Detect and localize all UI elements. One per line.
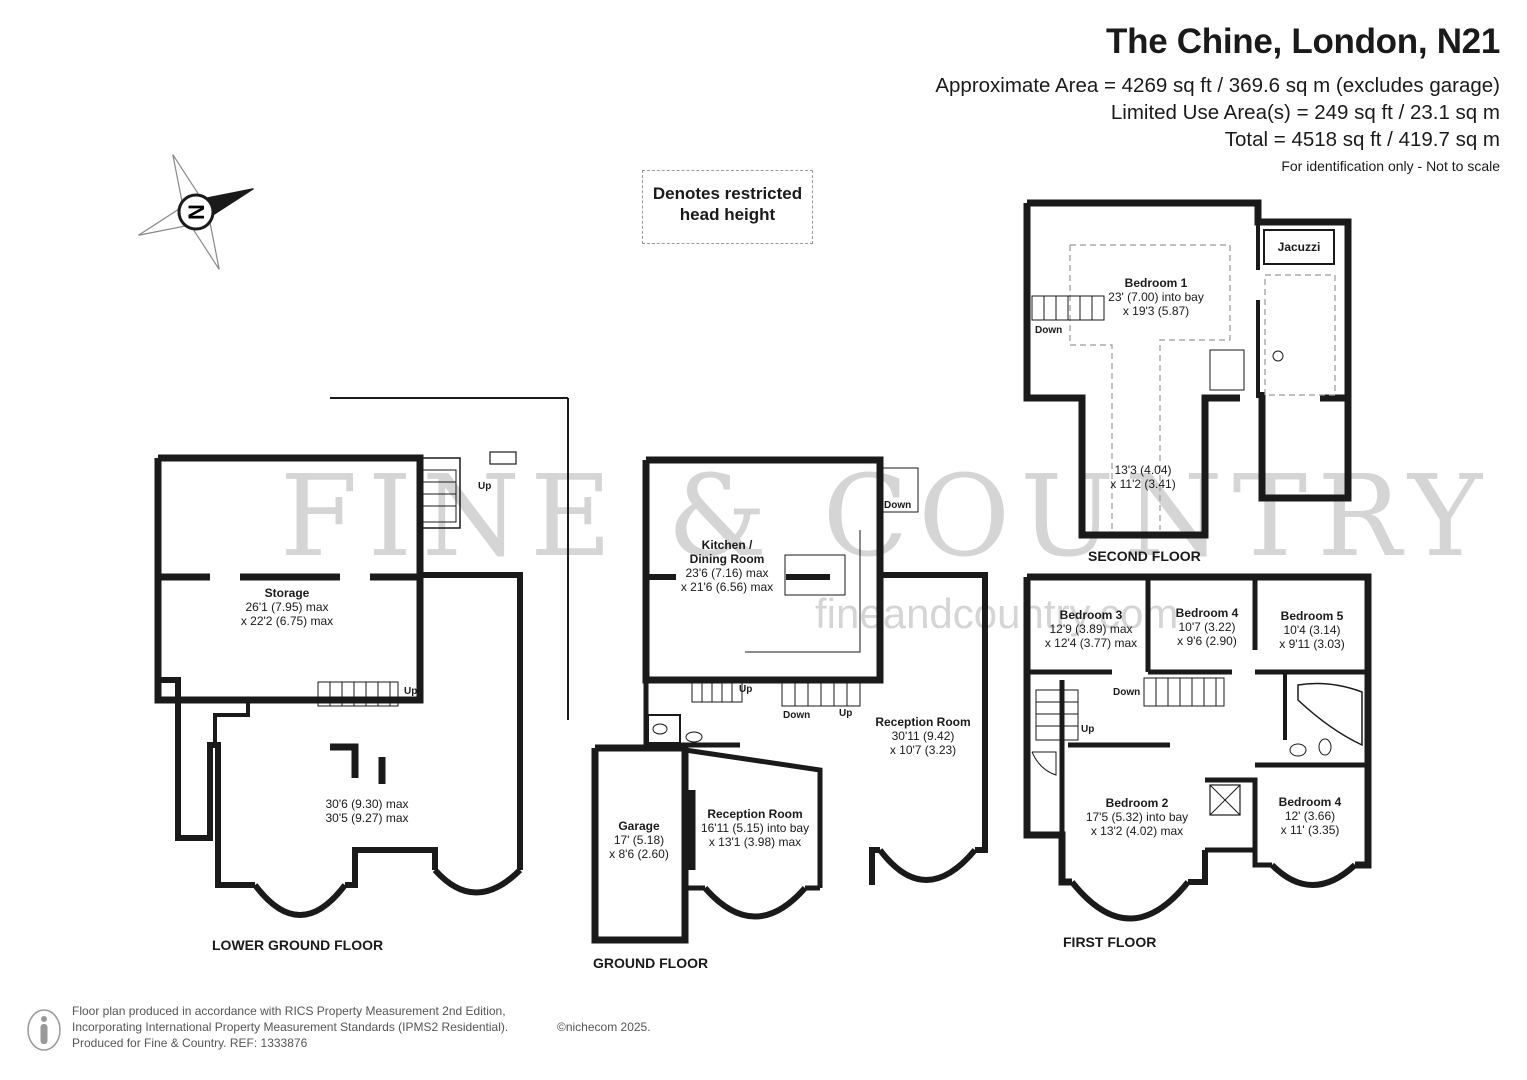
approximate-area: Approximate Area = 4269 sq ft / 369.6 sq… <box>935 74 1500 97</box>
room-name: Bedroom 4 <box>1278 795 1342 809</box>
room-name: Reception Room <box>875 715 971 729</box>
first-floor-plan <box>1023 573 1372 922</box>
identification-note: For identification only - Not to scale <box>1281 158 1500 174</box>
restricted-legend-line2: head height <box>679 205 776 224</box>
room-dim: 23'6 (7.16) max <box>685 566 769 580</box>
stair-up-label: Up <box>739 684 753 695</box>
room-dim: x 8'6 (2.60) <box>609 847 669 861</box>
room-label-bedroom-4-upper: Bedroom 4 10'7 (3.22) x 9'6 (2.90) <box>1176 606 1239 648</box>
room-dim: x 13'2 (4.02) max <box>1090 824 1184 838</box>
jacuzzi-name: Jacuzzi <box>1277 240 1321 254</box>
room-name: Bedroom 2 <box>1105 796 1169 810</box>
footer-line-2: Incorporating International Property Mea… <box>72 1020 509 1034</box>
stair-down-label: Down <box>1035 325 1063 336</box>
room-name: Kitchen / <box>701 538 753 552</box>
room-dim: 10'7 (3.22) <box>1178 620 1236 634</box>
room-label-bedroom-5: Bedroom 5 10'4 (3.14) x 9'11 (3.03) <box>1279 609 1344 651</box>
stair-up-label: Up <box>839 708 853 719</box>
room-dim: x 11' (3.35) <box>1280 823 1340 837</box>
room-label-reception-rear: Reception Room 30'11 (9.42) x 10'7 (3.23… <box>875 715 970 757</box>
room-dim: x 13'1 (3.98) max <box>708 835 802 849</box>
room-dim: 30'11 (9.42) <box>891 729 955 743</box>
room-name: Bedroom 1 <box>1124 276 1188 290</box>
room-label-bedroom-3: Bedroom 3 12'9 (3.89) max x 12'4 (3.77) … <box>1045 608 1137 650</box>
property-title: The Chine, London, N21 <box>1106 22 1500 61</box>
restricted-legend-line1: Denotes restricted <box>652 184 803 203</box>
room-dim: x 21'6 (6.56) max <box>680 580 774 594</box>
room-name: Dining Room <box>689 552 765 566</box>
room-name: Reception Room <box>707 807 803 821</box>
room-label-lower-ground-main: 30'6 (9.30) max 30'5 (9.27) max <box>326 797 409 825</box>
total-area: Total = 4518 sq ft / 419.7 sq m <box>1224 128 1500 151</box>
room-dim: x 9'6 (2.90) <box>1177 634 1237 648</box>
jacuzzi-label: Jacuzzi <box>1278 240 1321 254</box>
room-label-kitchen: Kitchen / Dining Room 23'6 (7.16) max x … <box>681 538 773 594</box>
stair-down-label: Down <box>884 500 912 511</box>
room-label-bedroom-4-lower: Bedroom 4 12' (3.66) x 11' (3.35) <box>1279 795 1342 837</box>
copyright: ©nichecom 2025. <box>557 1020 651 1034</box>
room-dim: x 10'7 (3.23) <box>889 743 957 757</box>
second-floor-plan <box>1023 199 1352 539</box>
restricted-height-legend: Denotes restricted head height <box>642 170 813 244</box>
lower-ground-floor-plan <box>154 397 569 918</box>
room-dim: 23' (7.00) into bay <box>1108 290 1204 304</box>
floor-name-ground: GROUND FLOOR <box>593 955 709 971</box>
room-dim: x 12'4 (3.77) max <box>1044 636 1138 650</box>
room-label-bedroom-1: Bedroom 1 23' (7.00) into bay x 19'3 (5.… <box>1108 276 1204 318</box>
floor-name-first: FIRST FLOOR <box>1063 934 1157 950</box>
room-name: Bedroom 5 <box>1280 609 1344 623</box>
stair-down-label: Down <box>783 710 811 721</box>
room-dim: 12'9 (3.89) max <box>1049 622 1133 636</box>
floor-name-second: SECOND FLOOR <box>1088 548 1201 564</box>
room-dim: 10'4 (3.14) <box>1283 623 1341 637</box>
room-label-bedroom-2: Bedroom 2 17'5 (5.32) into bay x 13'2 (4… <box>1086 796 1188 838</box>
room-dim: 16'11 (5.15) into bay <box>700 821 810 835</box>
room-label-reception-front: Reception Room 16'11 (5.15) into bay x 1… <box>701 807 809 849</box>
floor-name-lower-ground: LOWER GROUND FLOOR <box>212 937 384 953</box>
room-dim: x 22'2 (6.75) max <box>240 614 334 628</box>
room-name: Bedroom 4 <box>1175 606 1239 620</box>
room-dim: 17' (5.18) <box>613 833 665 847</box>
room-dim: x 11'2 (3.41) <box>1110 477 1176 491</box>
room-label-garage: Garage 17' (5.18) x 8'6 (2.60) <box>609 819 669 861</box>
stair-up-label: Up <box>1081 724 1095 735</box>
room-label-storage: Storage 26'1 (7.95) max x 22'2 (6.75) ma… <box>241 586 333 628</box>
footer-line-3: Produced for Fine & Country. REF: 133387… <box>72 1036 308 1050</box>
room-dim: 12' (3.66) <box>1284 809 1336 823</box>
stair-up-label: Up <box>404 686 418 697</box>
room-dim: 30'5 (9.27) max <box>325 811 409 825</box>
watermark-url: fineandcountry.com <box>815 590 1179 637</box>
room-dim: 17'5 (5.32) into bay <box>1085 810 1189 824</box>
room-name: Storage <box>264 586 310 600</box>
room-name: Bedroom 3 <box>1059 608 1123 622</box>
room-dim: x 9'11 (3.03) <box>1279 637 1345 651</box>
room-dim: x 19'3 (5.87) <box>1122 304 1190 318</box>
room-label-second-floor-rear: 13'3 (4.04) x 11'2 (3.41) <box>1110 463 1175 491</box>
footer-line-1: Floor plan produced in accordance with R… <box>72 1004 506 1018</box>
limited-use-area: Limited Use Area(s) = 249 sq ft / 23.1 s… <box>1110 101 1500 124</box>
room-dim: 30'6 (9.30) max <box>325 797 409 811</box>
room-name: Garage <box>618 819 660 833</box>
compass-letter: N <box>184 204 209 220</box>
room-dim: 13'3 (4.04) <box>1114 463 1172 477</box>
compass-icon: N <box>138 154 254 270</box>
person-scale-icon <box>27 1009 61 1051</box>
stair-up-label: Up <box>478 481 492 492</box>
ground-floor-plan <box>591 456 988 944</box>
stair-down-label: Down <box>1113 687 1141 698</box>
room-dim: 26'1 (7.95) max <box>245 600 329 614</box>
